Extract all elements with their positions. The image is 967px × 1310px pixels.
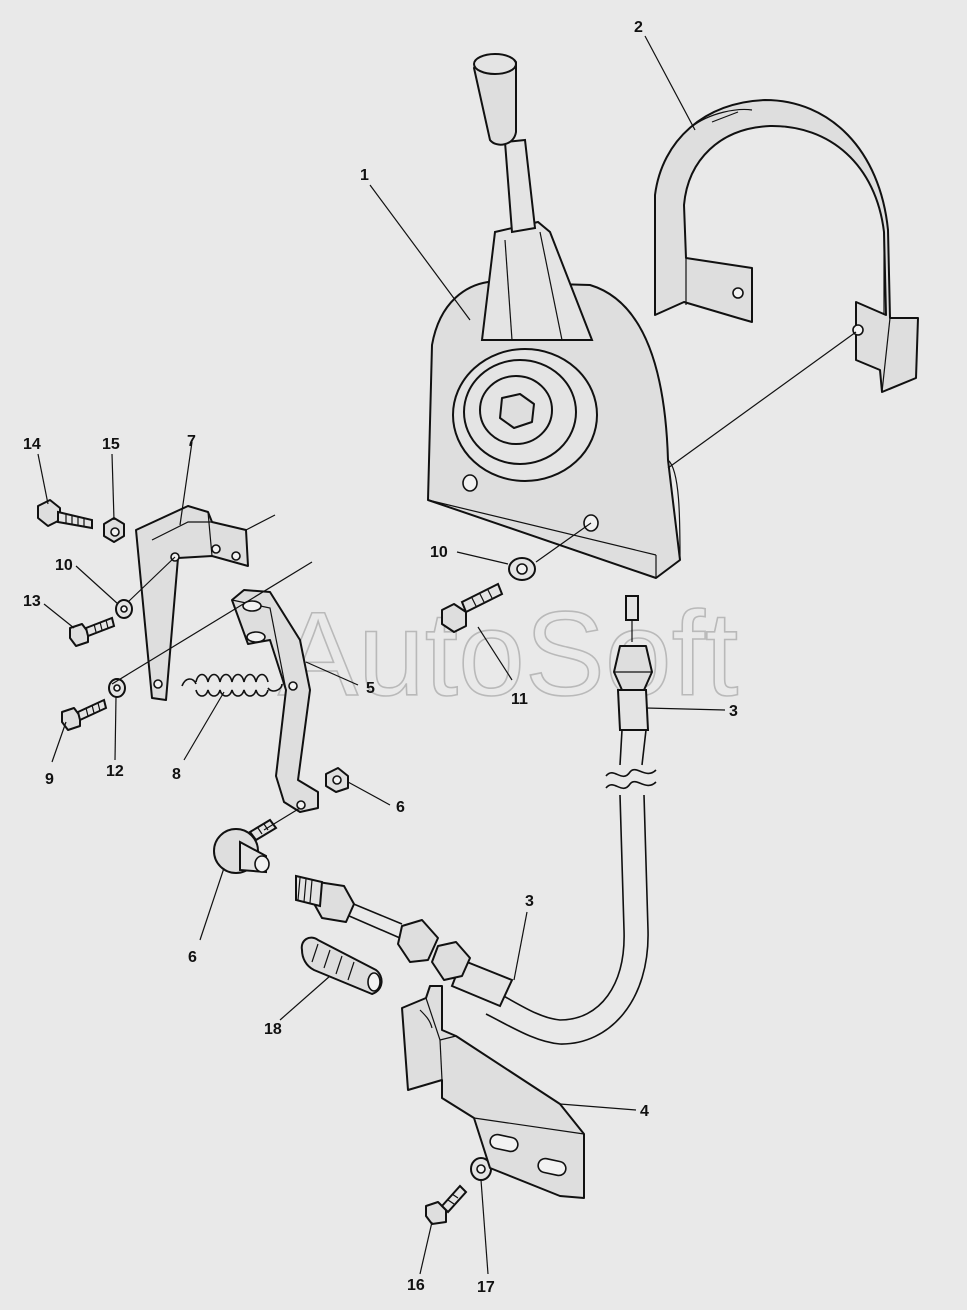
callout-6a: 6 bbox=[396, 799, 405, 816]
callout-7: 7 bbox=[187, 433, 196, 450]
part-13-bolt bbox=[69, 616, 116, 647]
callout-12: 12 bbox=[106, 763, 124, 780]
callout-17: 17 bbox=[477, 1279, 495, 1296]
callout-2: 2 bbox=[634, 19, 643, 36]
callout-14: 14 bbox=[23, 436, 41, 453]
callout-1: 1 bbox=[360, 167, 369, 184]
part-3-cable bbox=[295, 595, 657, 1045]
part-18-boot bbox=[300, 936, 383, 995]
callout-labels: 1 2 3 3 4 5 6 6 7 8 9 10 10 11 12 13 14 … bbox=[23, 19, 738, 1296]
part-7-bracket bbox=[135, 505, 276, 701]
callout-10b: 10 bbox=[430, 544, 448, 561]
watermark: AutoSoft bbox=[278, 587, 738, 721]
part-6-nut bbox=[325, 767, 349, 793]
callout-3b: 3 bbox=[525, 893, 534, 910]
part-15-nut bbox=[103, 517, 125, 543]
callout-18: 18 bbox=[264, 1021, 282, 1038]
callout-10a: 10 bbox=[55, 557, 73, 574]
callout-6b: 6 bbox=[188, 949, 197, 966]
callout-13: 13 bbox=[23, 593, 41, 610]
leader-lines bbox=[37, 35, 857, 1275]
part-9-bolt bbox=[61, 698, 108, 731]
callout-9: 9 bbox=[45, 771, 54, 788]
callout-15: 15 bbox=[102, 436, 120, 453]
part-2-u-strap bbox=[654, 99, 919, 393]
callout-11: 11 bbox=[511, 691, 528, 708]
part-4-bracket bbox=[401, 985, 585, 1199]
part-11-bolt bbox=[441, 582, 504, 633]
part-14-bolt bbox=[37, 499, 93, 530]
part-16-bolt bbox=[425, 1184, 468, 1225]
part-6-ball-joint bbox=[213, 818, 278, 874]
callout-8: 8 bbox=[172, 766, 181, 783]
callout-3a: 3 bbox=[729, 703, 738, 720]
callout-5: 5 bbox=[366, 680, 375, 697]
callout-16: 16 bbox=[407, 1277, 425, 1294]
part-1-control-lever bbox=[427, 53, 681, 579]
callout-4: 4 bbox=[640, 1103, 649, 1120]
part-8-spring bbox=[181, 673, 283, 697]
